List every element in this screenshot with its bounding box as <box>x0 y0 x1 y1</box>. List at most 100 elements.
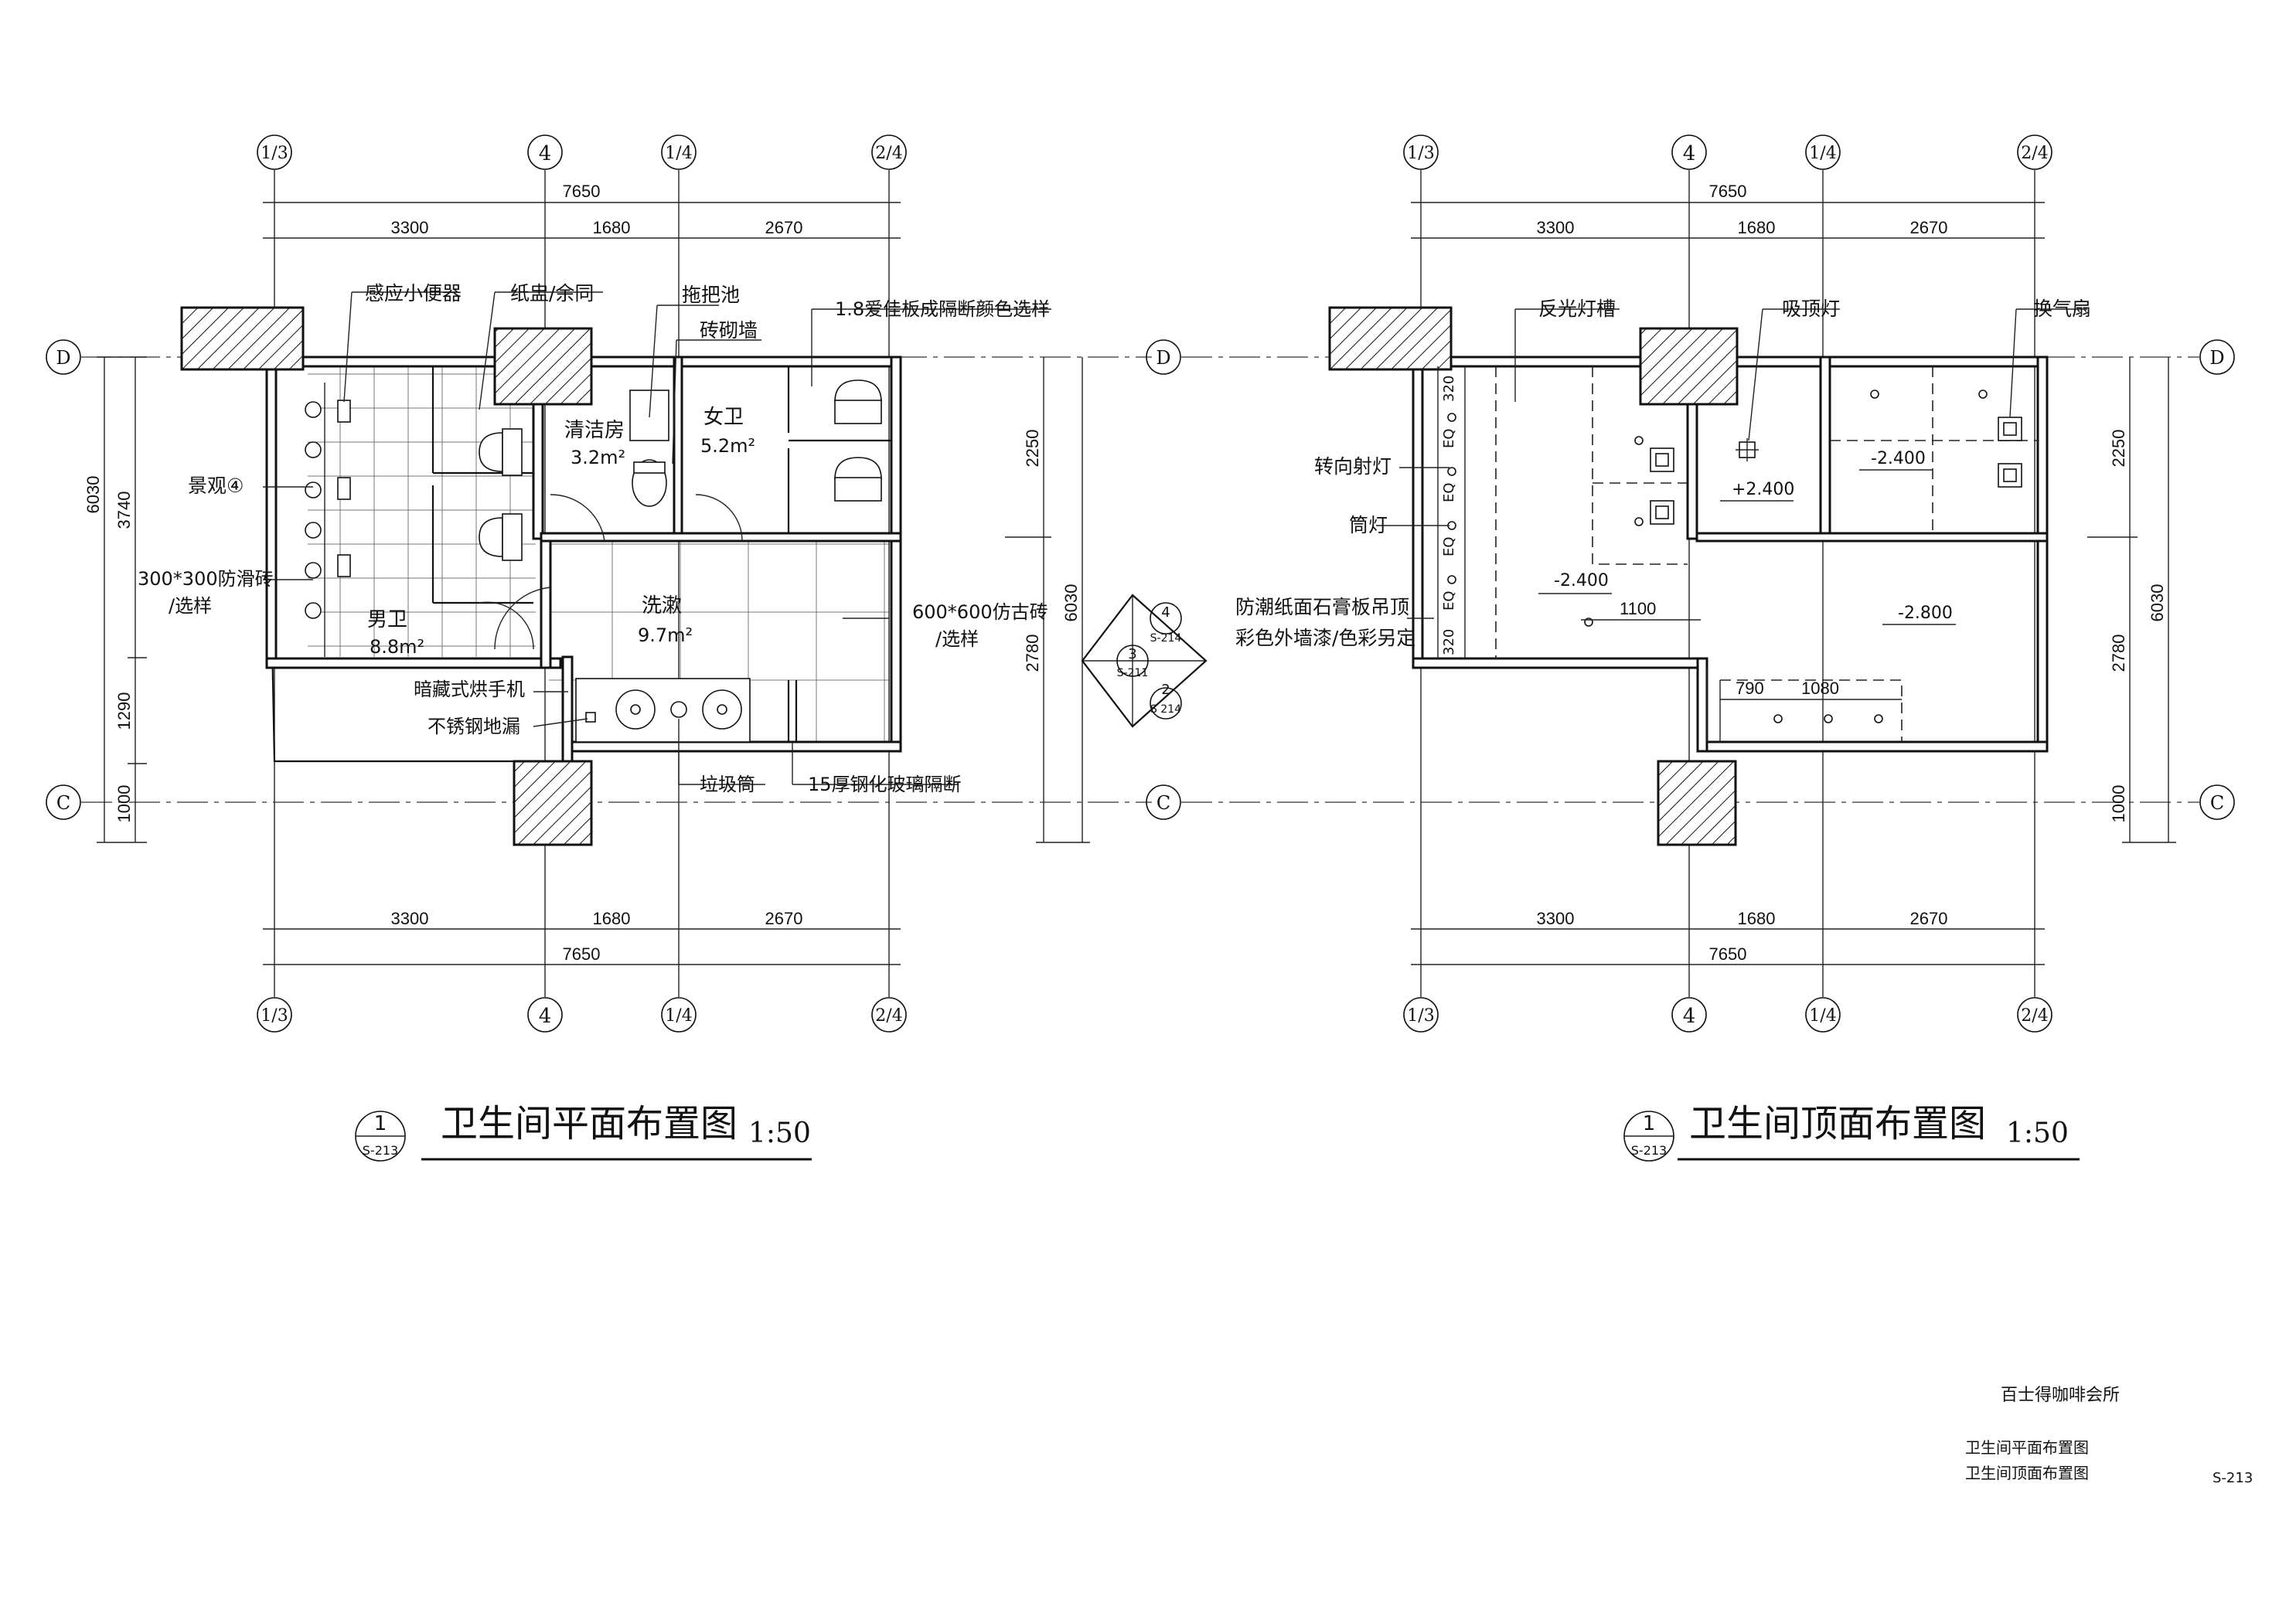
dim-1000: 1000 <box>114 785 134 823</box>
level-p2400: +2.400 <box>1732 480 1794 499</box>
label-mop-sink: 拖把池 <box>682 284 740 306</box>
label-eq: EQ <box>1441 536 1457 556</box>
ceiling-title: 1 S-213 卫生间顶面布置图 1:50 <box>1623 1102 2080 1162</box>
dim-2670: 2670 <box>1910 909 1948 928</box>
label-eq: EQ <box>1441 482 1457 502</box>
grid-label: 2/4 <box>875 144 902 163</box>
sheet-number: S-213 <box>2213 1470 2253 1486</box>
grid-label: 1/4 <box>665 1006 692 1026</box>
grid-label: 2/4 <box>2021 144 2048 163</box>
grid-label: C <box>56 792 70 814</box>
drawing-name-1: 卫生间平面布置图 <box>1965 1438 2089 1457</box>
grid-label: D <box>56 347 70 369</box>
label-wash: 洗漱 <box>642 594 682 618</box>
label-gypsum: 防潮纸面石膏板吊顶 <box>1235 596 1409 618</box>
dim-1680: 1680 <box>1738 218 1776 237</box>
dim-6030: 6030 <box>2148 584 2167 622</box>
label-men: 男卫 <box>367 608 407 631</box>
dim-1100: 1100 <box>1620 599 1656 618</box>
dim-2250: 2250 <box>2109 430 2128 468</box>
label-wash-area: 9.7m² <box>638 624 693 646</box>
label-exhaust-fan: 换气扇 <box>2033 298 2091 320</box>
men-stalls <box>431 366 534 650</box>
dim-1080: 1080 <box>1801 679 1839 698</box>
level-m2400a: -2.400 <box>1871 449 1926 468</box>
dim-3300: 3300 <box>1537 218 1575 237</box>
dim-2670: 2670 <box>1910 218 1948 237</box>
grid-label: 4 <box>1683 142 1696 165</box>
title-block: 百士得咖啡会所 卫生间平面布置图 卫生间顶面布置图 S-213 <box>1965 1386 2253 1486</box>
grid-bubbles-bottom-ceiling: 1/3 4 1/4 2/4 <box>1403 997 2052 1033</box>
dim-total: 7650 <box>1709 182 1747 201</box>
light-trough: 320 EQ EQ EQ EQ 320 <box>1437 366 1497 658</box>
grid-label: 1/3 <box>1407 144 1434 163</box>
grid-label: 1/3 <box>261 1006 288 1026</box>
grid-label: D <box>2209 347 2224 369</box>
down-lights <box>1584 390 1988 723</box>
label-glass-partition: 15厚钢化玻璃隔断 <box>808 774 962 795</box>
label-cleaning-room: 清洁房 <box>564 419 625 442</box>
wash-basins <box>494 587 751 743</box>
grid-label: 1/4 <box>1809 1006 1836 1026</box>
ceiling-scale: 1:50 <box>2006 1118 2069 1149</box>
section-sheet: S-214 <box>1150 632 1182 645</box>
ceiling-walls <box>1328 306 2049 846</box>
dim-1680: 1680 <box>1738 909 1776 928</box>
label-tissue: 纸盅/余同 <box>510 282 594 305</box>
plan-scale: 1:50 <box>748 1118 811 1149</box>
floor-plan: 1/3 4 1/4 2/4 7650 3300 1680 2670 3300 1… <box>46 134 1208 1162</box>
section-num: 4 <box>1161 604 1170 621</box>
women-stalls <box>695 366 891 542</box>
dim-790: 790 <box>1736 679 1764 698</box>
dim-2670: 2670 <box>765 218 803 237</box>
dim-total: 7650 <box>563 944 601 964</box>
label-sensor-urinal: 感应小便器 <box>365 282 462 305</box>
plan-leaders <box>263 291 1051 785</box>
grid-label: C <box>1157 792 1170 814</box>
plan-title: 1 S-213 卫生间平面布置图 1:50 <box>355 1102 812 1162</box>
label-paint: 彩色外墙漆/色彩另定 <box>1235 627 1415 649</box>
label-hand-dryer: 暗藏式烘手机 <box>414 679 525 700</box>
label-partition: 1.8爱佳板成隔断颜色选样 <box>835 298 1050 320</box>
dim-2780: 2780 <box>1023 635 1042 672</box>
label-brick-wall: 砖砌墙 <box>700 319 758 342</box>
label-eq: EQ <box>1441 590 1457 611</box>
label-tile-600-select: /选样 <box>935 628 979 650</box>
dim-1290: 1290 <box>114 692 134 730</box>
label-320: 320 <box>1441 376 1457 402</box>
dim-3300: 3300 <box>391 218 429 237</box>
dim-2670: 2670 <box>765 909 803 928</box>
dim-2250: 2250 <box>1023 430 1042 468</box>
ceiling-plan: 1/3 4 1/4 2/4 7650 3300 1680 2670 3300 1… <box>1146 134 2235 1162</box>
grid-label: 2/4 <box>2021 1006 2048 1026</box>
label-ceiling-light: 吸顶灯 <box>1782 298 1840 320</box>
label-spot-light: 转向射灯 <box>1314 455 1392 478</box>
dim-3740: 3740 <box>114 492 134 529</box>
dim-6030: 6030 <box>83 476 103 514</box>
label-women: 女卫 <box>703 406 744 429</box>
dim-3300: 3300 <box>391 909 429 928</box>
section-sheet: S-211 <box>1117 667 1149 679</box>
grid-label: C <box>2210 792 2224 814</box>
dim-1680: 1680 <box>593 218 631 237</box>
grid-label: 4 <box>539 142 552 165</box>
section-sheet: S 214 <box>1150 703 1181 716</box>
level-m2400b: -2.400 <box>1554 571 1609 590</box>
label-men-area: 8.8m² <box>370 636 424 658</box>
dim-2780: 2780 <box>2109 635 2128 672</box>
label-tile-300-select: /选样 <box>169 595 212 617</box>
urinals <box>337 400 351 577</box>
grid-label: 1/3 <box>261 144 288 163</box>
dim-total: 7650 <box>563 182 601 201</box>
grid-label: 1/4 <box>1809 144 1836 163</box>
grid-label: 1/4 <box>665 144 692 163</box>
ceiling-title-text: 卫生间顶面布置图 <box>1689 1102 1986 1145</box>
ceiling-leaders <box>1376 308 2087 619</box>
grid-bubbles-top: 1/3 4 1/4 2/4 <box>257 134 907 170</box>
dim-1000: 1000 <box>2109 785 2128 823</box>
dim-total: 7650 <box>1709 944 1747 964</box>
drawing-name-2: 卫生间顶面布置图 <box>1965 1464 2089 1482</box>
section-markers: 4 S-214 3 S-211 2 S 214 <box>1081 594 1208 728</box>
title-ref-num: 1 <box>1643 1112 1656 1135</box>
